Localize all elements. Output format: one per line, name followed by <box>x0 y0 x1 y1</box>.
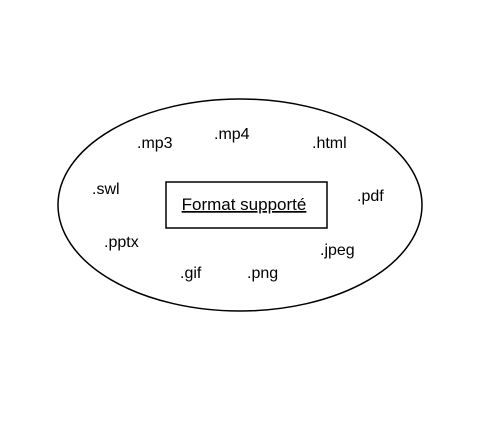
format-jpeg: .jpeg <box>320 242 355 259</box>
format-mp4: .mp4 <box>214 126 250 143</box>
center-box <box>165 181 328 229</box>
format-swl: .swl <box>92 181 120 198</box>
center-label: Format supporté <box>182 195 307 214</box>
format-mp3: .mp3 <box>137 135 173 152</box>
format-html: .html <box>312 135 347 152</box>
format-pdf: .pdf <box>357 188 384 205</box>
format-pptx: .pptx <box>104 234 139 251</box>
format-png: .png <box>247 265 278 282</box>
outer-ellipse <box>57 98 423 312</box>
format-gif: .gif <box>180 265 202 282</box>
